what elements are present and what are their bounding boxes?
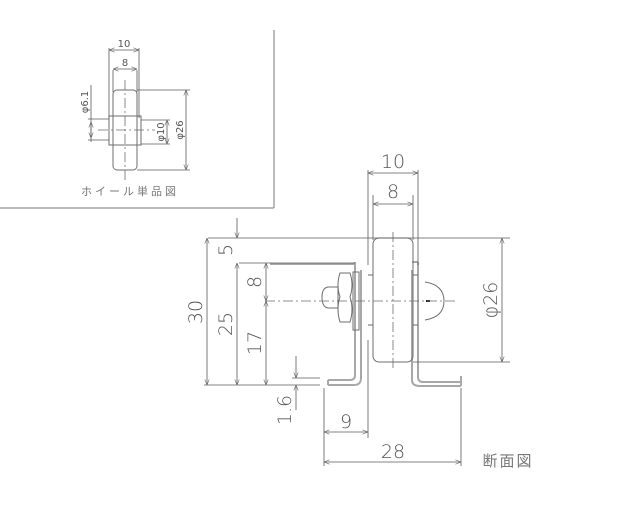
section-drawing xyxy=(208,232,510,387)
inset-dim-width-inner: 8 xyxy=(122,58,128,69)
dim-base-width: 28 xyxy=(381,441,405,463)
dim-axle-from-top: 8 xyxy=(244,276,266,288)
dim-thickness: 1.6 xyxy=(274,395,296,425)
dim-diameter: φ26 xyxy=(480,282,502,319)
dim-flange: 9 xyxy=(340,411,352,433)
dim-height-total: 30 xyxy=(185,300,207,324)
inset-dim-width-outer: 10 xyxy=(118,39,131,50)
inset-dim-diameter: φ26 xyxy=(175,120,186,139)
inset-labels: 10 8 φ6.1 φ10 φ26 ホイール単品図 xyxy=(80,39,186,198)
dim-width-inner: 8 xyxy=(387,181,399,203)
inset-title: ホイール単品図 xyxy=(81,184,179,198)
inset-wheel-drawing xyxy=(88,48,190,182)
inset-dim-hub: φ10 xyxy=(156,122,167,141)
dim-height-25: 25 xyxy=(215,312,237,336)
inset-frame xyxy=(0,30,275,209)
dim-offset-top: 5 xyxy=(215,244,237,256)
section-dimensions xyxy=(204,170,502,466)
inset-dim-bore: φ6.1 xyxy=(80,91,91,114)
dim-height-17: 17 xyxy=(244,331,266,355)
dim-width-outer: 10 xyxy=(381,151,405,173)
section-labels: 10 8 φ26 30 25 5 8 17 1.6 9 28 断面図 xyxy=(185,151,533,470)
section-title: 断面図 xyxy=(482,452,533,470)
